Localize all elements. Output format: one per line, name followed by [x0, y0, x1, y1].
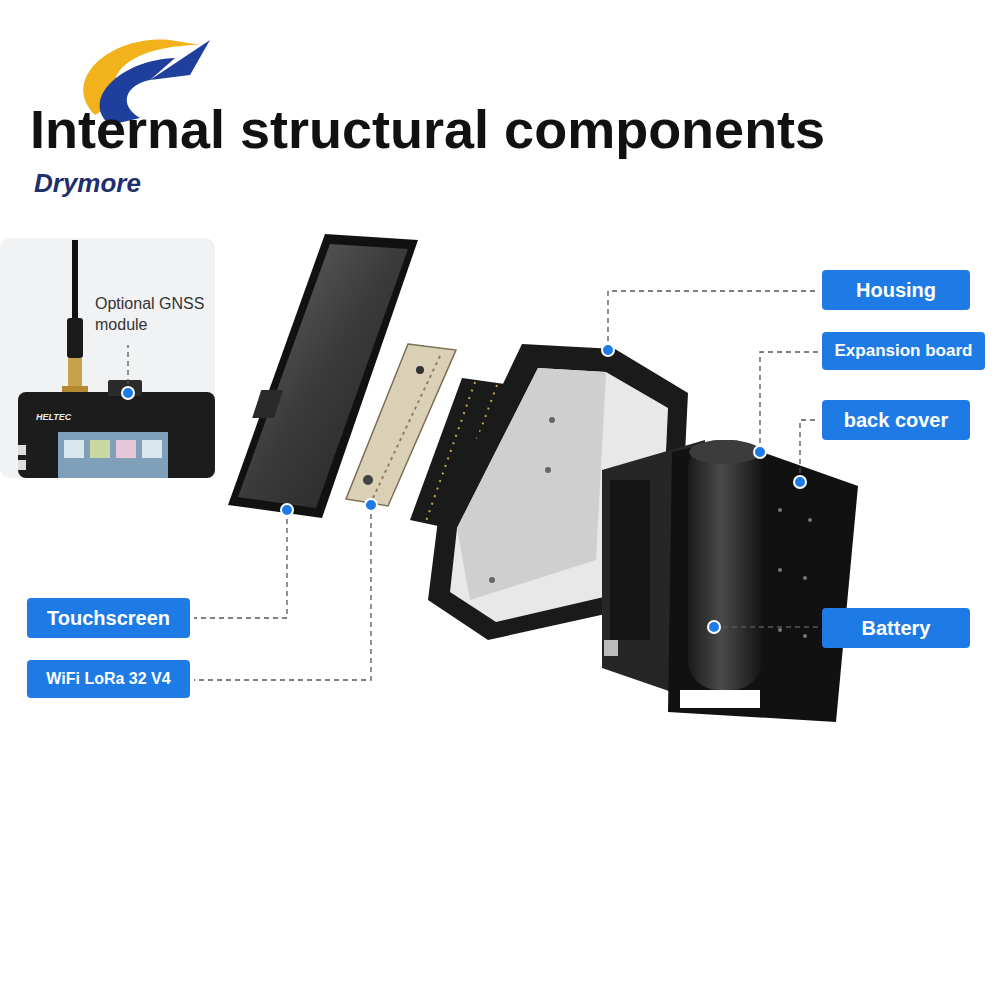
label-button: WiFi LoRa 32 V4: [27, 660, 190, 698]
button-text: Housing: [856, 279, 936, 302]
button-text: back cover: [844, 409, 949, 432]
button-text: Touchscreen: [47, 607, 170, 630]
label-button: back cover: [822, 400, 970, 440]
brand-mark: HELTEC: [36, 412, 71, 422]
battery-part: [688, 440, 762, 690]
button-text: Expansion board: [835, 341, 973, 361]
watermark: Drymore: [34, 168, 141, 199]
button-text: WiFi LoRa 32 V4: [46, 670, 170, 688]
label-button: Battery: [822, 608, 970, 648]
title: Internal structural components: [30, 100, 825, 159]
leader-lines: [128, 291, 818, 680]
back-cover-part: [668, 440, 858, 722]
leader-dots: [122, 344, 806, 633]
label-button: Touchscreen: [27, 598, 190, 638]
callout-text: Optional GNSS module: [95, 294, 211, 336]
gnss-device: [18, 240, 215, 478]
button-text: Battery: [862, 617, 931, 640]
label-button: Housing: [822, 270, 970, 310]
housing-part: [428, 344, 688, 640]
inset-panel-node: Optional GNSS module: [0, 238, 215, 478]
label-button: Expansion board: [822, 332, 985, 370]
inset-panel: [0, 238, 215, 478]
